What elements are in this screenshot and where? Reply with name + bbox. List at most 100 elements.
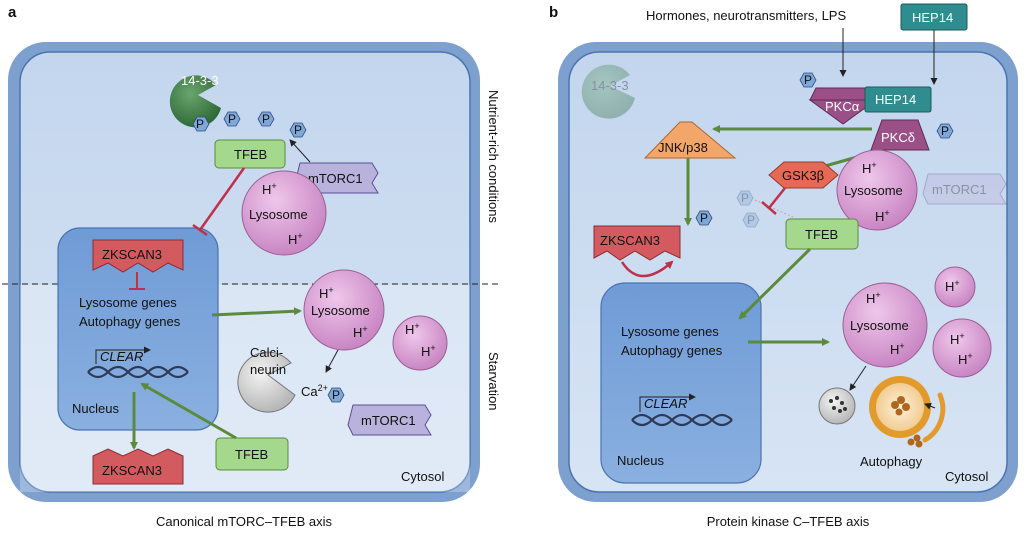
panel-a-genes-autophagy: Autophagy genes — [79, 314, 181, 329]
panel-b-tfeb — [785, 218, 859, 250]
panel-a-cytosol-label: Cytosol — [401, 469, 444, 484]
panel-a-genes-lysosome: Lysosome genes — [79, 295, 177, 310]
panel-b-cargo — [891, 396, 910, 416]
panel-b-free-cargo — [907, 434, 923, 448]
panel-a-side-starvation: Starvation — [486, 352, 501, 411]
panel-b-pkcd — [870, 119, 930, 151]
p-hex-label: P — [294, 123, 302, 137]
proton-label: H+ — [288, 231, 303, 247]
panel-a-lysosome-mid-label: Lysosome — [311, 303, 370, 318]
svg-text:P: P — [741, 191, 749, 205]
panel-b-cytosol-label: Cytosol — [945, 469, 988, 484]
panel-a-nucleus — [57, 227, 219, 431]
panel-b-gsk3b — [768, 161, 839, 189]
p-hex — [936, 123, 954, 139]
panel-b-faded-phospho: P P — [736, 190, 796, 228]
panel-a-lysosome-top-label: Lysosome — [249, 207, 308, 222]
p-hex-label: P — [941, 124, 949, 138]
panel-b-lysosome-top-label: Lysosome — [844, 183, 903, 198]
proton-label: H+ — [353, 324, 368, 340]
panel-b-lysosome-big-label: Lysosome — [850, 318, 909, 333]
panel-a-clear-label: CLEAR — [100, 349, 143, 364]
panel-b-jnk-p38 — [643, 121, 737, 159]
panel-b-lysosome-small-2 — [932, 318, 992, 378]
panel-a-letter: a — [8, 4, 17, 21]
panel-b-genes-lysosome: Lysosome genes — [621, 324, 719, 339]
panel-b-tfeb-to-nucleus-arrow — [738, 247, 812, 320]
panel-a-zkscan3-nuclear — [92, 239, 184, 273]
panel-a-zkscan3-cytosolic-label: ZKSCAN3 — [102, 463, 162, 478]
panel-a: a Nutrient-rich conditions Starvation Nu… — [2, 4, 501, 529]
proton-label: H+ — [421, 343, 436, 359]
p-hex-label: P — [196, 117, 204, 131]
panel-b-gsk3b-label: GSK3β — [782, 168, 824, 183]
panel-a-zkscan3-nuclear-label: ZKSCAN3 — [102, 247, 162, 262]
panel-b-lysosome-big — [842, 282, 928, 368]
proton-label: H+ — [866, 290, 881, 306]
p-hex — [257, 111, 275, 127]
panel-a-calcineurin-label-2: neurin — [250, 362, 286, 377]
p-hex — [289, 122, 307, 138]
panel-b-hormones-label: Hormones, neurotransmitters, LPS — [646, 8, 846, 23]
panel-b-mtorc1-faded: mTORC1 — [922, 173, 1007, 205]
panel-b-hep14-outside-label: HEP14 — [912, 10, 953, 25]
panel-a-tfeb-top-label: TFEB — [234, 147, 267, 162]
panel-b-pkcd-label: PKCδ — [881, 130, 915, 145]
p-hex — [327, 387, 345, 403]
panel-b-autophagosome-inner — [876, 383, 924, 431]
panel-a-genes-to-lysosome-arrow — [211, 307, 302, 317]
proton-label: H+ — [958, 351, 973, 367]
panel-a-caption: Canonical mTORC–TFEB axis — [156, 514, 333, 529]
panel-b-zkscan3-export-arrow — [620, 260, 674, 278]
panel-a-14-3-3-protein — [169, 75, 221, 128]
proton-label: H+ — [405, 321, 420, 337]
p-hex-label: P — [228, 112, 236, 126]
panel-a-lysosome-small — [392, 315, 448, 371]
panel-a-phospho-group: P P P P — [192, 111, 307, 138]
panel-b-lysosome-small-1 — [934, 266, 976, 308]
svg-text:14-3-3: 14-3-3 — [591, 78, 629, 93]
panel-b-clear-promoter-arrow — [639, 393, 696, 412]
proton-label: H+ — [262, 181, 277, 197]
panel-a-lysosome-top — [241, 170, 327, 256]
proton-label: H+ — [319, 285, 334, 301]
panel-a-side-nutrient: Nutrient-rich conditions — [486, 90, 501, 223]
panel-b-phagophore — [922, 392, 946, 443]
panel-b-nucleus — [600, 282, 762, 484]
panel-b-caption: Protein kinase C–TFEB axis — [707, 514, 870, 529]
panel-a-calcineurin-label-1: Calci- — [250, 345, 283, 360]
p-hex-label: P — [804, 73, 812, 87]
p-hex-label: P — [262, 112, 270, 126]
panel-b-degradation-ball — [818, 387, 856, 425]
panel-a-tfeb-top — [214, 139, 286, 169]
p-hex-label: P — [332, 388, 340, 402]
panel-a-tfeb-bottom — [215, 437, 289, 471]
inhibition-bar — [192, 223, 208, 237]
panel-b-dna-helix — [631, 413, 733, 427]
panel-b-lysosome-top — [836, 149, 918, 231]
p-hex — [223, 111, 241, 127]
panel-b-degradation-dots — [829, 396, 847, 413]
panel-b-lysosome-to-degradation-arrow — [849, 365, 867, 391]
proton-label: H+ — [950, 331, 965, 347]
proton-label: H+ — [945, 278, 960, 294]
panel-a-nucleus-label: Nucleus — [72, 401, 119, 416]
panel-a-calcineurin — [237, 351, 296, 413]
panel-b-tfeb-label: TFEB — [805, 227, 838, 242]
panel-a-mtorc1-bottom — [347, 404, 432, 436]
panel-b-clear-label: CLEAR — [644, 396, 687, 411]
panel-b-14-3-3-faded: 14-3-3 — [581, 64, 635, 119]
panel-b-hep14-inside — [864, 86, 932, 113]
panel-a-calcium-label: Ca2+ — [301, 383, 328, 399]
p-hex — [192, 116, 210, 132]
p-hex — [799, 72, 817, 88]
panel-b: b Hormones, neurotransmitters, LPS HEP14… — [549, 3, 1018, 529]
panel-a-mtorc1-bottom-label: mTORC1 — [361, 413, 416, 428]
proton-label: H+ — [862, 160, 877, 176]
panel-b-jnk-p38-label: JNK/p38 — [658, 140, 708, 155]
panel-a-14-3-3-label: 14-3-3 — [181, 73, 219, 88]
panel-b-letter: b — [549, 4, 558, 21]
panel-a-mtorc1-top-label: mTORC1 — [308, 171, 363, 186]
panel-a-lysosome-calcium-arrow — [325, 349, 339, 373]
